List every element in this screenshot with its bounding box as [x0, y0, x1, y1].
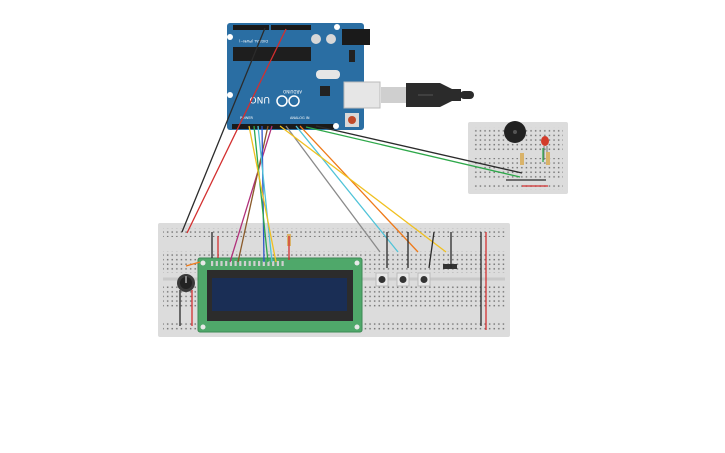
lcd-pin — [234, 261, 237, 266]
resistor-led[interactable] — [546, 152, 550, 165]
lcd-pin — [220, 261, 223, 266]
button-2[interactable] — [396, 272, 410, 287]
power-jack[interactable] — [342, 29, 370, 45]
wire-cyan-a — [257, 125, 273, 263]
usb-port[interactable] — [343, 81, 381, 109]
button-3[interactable] — [417, 272, 431, 287]
digital-label: DIGITAL (PWM~) — [238, 39, 268, 43]
lcd-pin — [211, 261, 214, 266]
wire-green-led — [305, 126, 521, 178]
resistor-buzzer[interactable] — [520, 153, 524, 165]
lcd-pin — [225, 261, 228, 266]
lcd-pin — [239, 261, 242, 266]
wires — [181, 27, 548, 263]
button-1[interactable] — [375, 272, 389, 287]
lcd-pin — [243, 261, 247, 266]
wire-yellow-a — [248, 125, 277, 263]
wire-black-gnd — [181, 27, 266, 233]
wire-cyan-b — [295, 125, 399, 253]
lcd-pin — [262, 261, 265, 266]
lcd-module[interactable] — [197, 257, 363, 333]
wire-orange — [299, 125, 419, 253]
wire-gray — [285, 125, 381, 253]
arduino-board[interactable]: UNO ARDUINO DIGITAL (PWM~) ANALOG IN POW… — [227, 23, 381, 130]
analog-label: ANALOG IN — [290, 116, 310, 120]
board-jumpers — [179, 231, 487, 330]
lcd-pin — [281, 261, 284, 266]
wire-black-buzzer — [315, 125, 523, 174]
wire-brown — [237, 125, 269, 263]
lcd-pin — [253, 261, 256, 266]
board-brand: ARDUINO — [283, 89, 302, 94]
infinity-logo-icon — [276, 95, 300, 107]
lcd-pin — [215, 261, 218, 266]
usb-cable — [381, 83, 474, 107]
lcd-pin — [258, 261, 261, 266]
wire-green-a — [253, 125, 269, 263]
diode[interactable] — [443, 264, 457, 269]
led[interactable] — [541, 136, 549, 160]
lcd-pin — [229, 261, 232, 266]
piezo-buzzer[interactable] — [504, 121, 526, 143]
board-name: UNO — [250, 94, 270, 104]
potentiometer[interactable] — [177, 274, 195, 292]
wire-yellow-b — [279, 125, 447, 253]
lcd-pin — [276, 261, 279, 266]
lcd-screen — [212, 278, 347, 311]
lcd-pin — [272, 261, 275, 266]
lcd-pin — [267, 261, 270, 266]
wire-magenta — [229, 125, 273, 263]
lcd-pin — [248, 261, 251, 266]
wire-red-5v — [186, 28, 287, 234]
power-label: POWER — [240, 116, 254, 120]
